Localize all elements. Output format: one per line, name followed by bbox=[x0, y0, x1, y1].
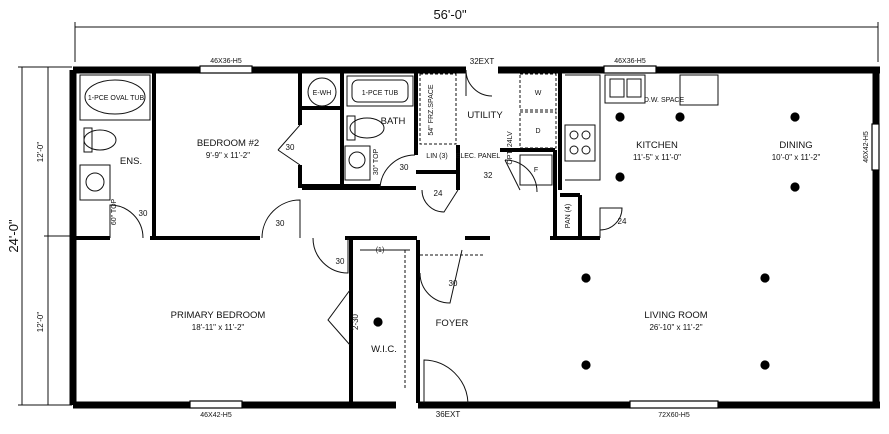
door-label-ensuite: 30 bbox=[139, 209, 148, 218]
room-size-bedroom-2: 9'-9" x 11'-2" bbox=[206, 151, 250, 160]
label-wic-shelf: (1) bbox=[376, 247, 385, 254]
window-label-bottom-left: 46X42-H5 bbox=[200, 412, 232, 419]
label-water-heater: E-WH bbox=[313, 90, 332, 97]
fixtures bbox=[79, 73, 719, 390]
door-label-ext-top: 32EXT bbox=[470, 57, 495, 66]
window-label-right: 46X42-H5 bbox=[863, 131, 870, 163]
room-name-bath: BATH bbox=[381, 116, 406, 127]
label-tub: 1-PCE TUB bbox=[362, 90, 399, 97]
label-dryer: D bbox=[535, 128, 540, 135]
room-name-bedroom-2: BEDROOM #2 bbox=[197, 138, 259, 149]
door-label-bedroom2: 30 bbox=[276, 219, 285, 228]
door-label-linen: 24 bbox=[434, 189, 443, 198]
door-label-primary: 30 bbox=[336, 257, 345, 266]
room-name-wic: W.I.C. bbox=[371, 344, 397, 355]
door-label-ext-bottom: 36EXT bbox=[436, 410, 461, 419]
width-dimension-line bbox=[74, 22, 879, 62]
window-label-top-left: 46X36-H5 bbox=[210, 58, 242, 65]
window-label-bottom-right: 72X60-H5 bbox=[658, 412, 690, 419]
overall-depth-label: 24'-0" bbox=[6, 219, 21, 253]
label-washer: W bbox=[535, 90, 542, 97]
label-elec-panel: ELEC. PANEL bbox=[456, 153, 501, 160]
door-label-bath: 30 bbox=[400, 163, 409, 172]
room-size-primary-bedroom: 18'-11" x 11'-2" bbox=[192, 323, 245, 332]
label-freezer-space: 54" FRZ.SPACE bbox=[428, 84, 435, 135]
interior-walls bbox=[75, 72, 600, 403]
room-name-kitchen: KITCHEN bbox=[636, 140, 678, 151]
lower-half-depth-label: 12'-0" bbox=[36, 312, 45, 333]
room-name-utility: UTILITY bbox=[467, 110, 503, 121]
label-60-top: 60" TOP bbox=[111, 198, 118, 225]
label-30-top: 30" TOP bbox=[373, 148, 380, 175]
label-opt-24lv: OPT. 24LV bbox=[507, 131, 514, 165]
window-label-top-right: 46X36-H5 bbox=[614, 58, 646, 65]
room-size-living: 26'-10" x 11'-2" bbox=[649, 323, 702, 332]
depth-dimension-line bbox=[18, 66, 72, 406]
door-label-utility: 32 bbox=[484, 171, 493, 180]
label-oval-tub: 1-PCE OVAL TUB bbox=[88, 95, 145, 102]
door-label-wic: 2-30 bbox=[351, 313, 360, 330]
label-linen: LIN (3) bbox=[426, 153, 447, 160]
windows bbox=[189, 65, 880, 409]
room-name-dining: DINING bbox=[779, 140, 812, 151]
door-label-pantry: 24 bbox=[618, 217, 627, 226]
label-pantry: PAN (4) bbox=[565, 204, 572, 228]
ceiling-lights bbox=[373, 112, 800, 370]
doors bbox=[109, 69, 623, 404]
overall-width-label: 56'-0" bbox=[433, 7, 467, 22]
room-name-ensuite: ENS. bbox=[120, 156, 142, 167]
room-name-primary-bedroom: PRIMARY BEDROOM bbox=[171, 310, 266, 321]
room-name-living: LIVING ROOM bbox=[644, 310, 707, 321]
room-name-foyer: FOYER bbox=[436, 318, 469, 329]
door-label-closet: 30 bbox=[286, 143, 295, 152]
door-label-foyer-closet: 30 bbox=[449, 279, 458, 288]
label-fridge: F bbox=[534, 167, 538, 174]
room-size-kitchen: 11'-5" x 11'-0" bbox=[633, 153, 681, 162]
label-dw-space: D.W. SPACE bbox=[644, 97, 685, 104]
room-size-dining: 10'-0" x 11'-2" bbox=[772, 153, 821, 162]
upper-half-depth-label: 12'-0" bbox=[36, 142, 45, 163]
